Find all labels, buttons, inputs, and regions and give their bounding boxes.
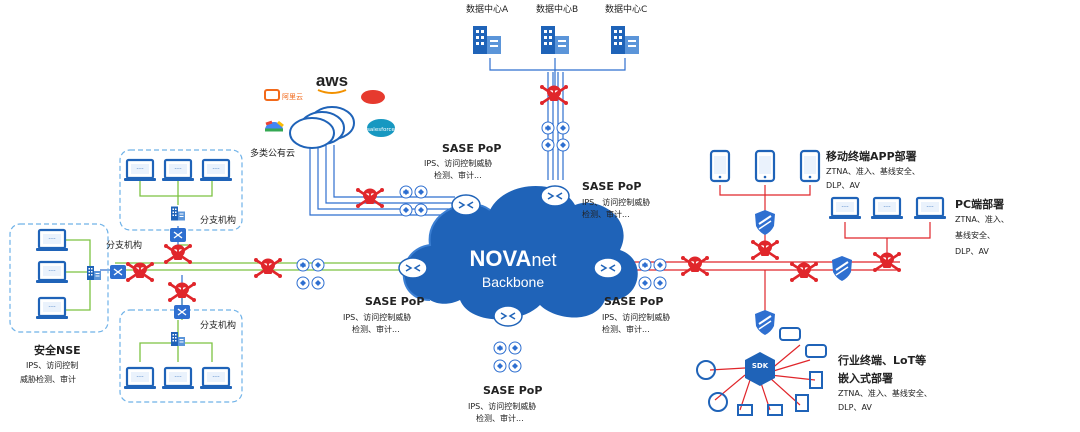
- sase-pop-left-desc1: IPS、访问控制威胁: [343, 313, 412, 322]
- pc-desc2: 基线安全、: [955, 231, 995, 240]
- public-cloud-label: 多类公有云: [250, 149, 296, 159]
- salesforce-logo: salesforce: [367, 119, 396, 137]
- pop-node-right: [593, 257, 623, 279]
- iot-devices: SDK: [696, 327, 827, 416]
- shield-icon: [831, 255, 853, 282]
- iot-title2: 嵌入式部署: [838, 372, 893, 385]
- sase-pop-bottom-title: SASE PoP: [483, 384, 543, 397]
- nse-title: 安全NSE: [34, 344, 81, 357]
- sase-pop-top-right-desc2: 检测、审计...: [582, 210, 630, 219]
- pc-desc1: ZTNA、准入、: [955, 215, 1009, 224]
- data-center-b-icon: [541, 26, 569, 54]
- pc-devices: [827, 196, 948, 221]
- skull-icon: [124, 260, 156, 284]
- mobile-desc2: DLP、AV: [826, 181, 860, 190]
- pc-desc3: DLP、AV: [955, 247, 989, 256]
- endpoint-links-red: [620, 185, 931, 411]
- mobile-devices: [709, 149, 821, 183]
- branch-bottom-label: 分支机构: [200, 321, 237, 331]
- sase-pop-top-right-title: SASE PoP: [582, 180, 642, 193]
- sase-pop-top-left-desc1: IPS、访问控制威胁: [424, 159, 493, 168]
- sase-pop-bottom-desc1: IPS、访问控制威胁: [468, 402, 537, 411]
- aws-smile-icon: [317, 89, 347, 94]
- pop-badges-top-right: [541, 121, 570, 152]
- pop-node-bottom: [493, 305, 523, 327]
- skull-icon: [252, 256, 284, 280]
- skull-icon: [788, 260, 820, 284]
- skull-icon: [538, 83, 570, 107]
- aliyun-logo: 阿里云: [264, 89, 303, 101]
- pop-node-top-right: [540, 185, 570, 207]
- sase-pop-right-desc2: 检测、审计...: [602, 325, 650, 334]
- skull-icon: [679, 254, 711, 278]
- iot-title1: 行业终端、LoT等: [838, 354, 927, 367]
- svg-text:salesforce: salesforce: [367, 127, 395, 133]
- oracle-cloud-icon: [361, 90, 385, 104]
- sase-pop-top-left-title: SASE PoP: [442, 142, 502, 155]
- skull-icon: [749, 238, 781, 262]
- data-center-a-icon: [473, 26, 501, 54]
- sase-pop-left-desc2: 检测、审计...: [352, 325, 400, 334]
- pop-badges-top-left: [399, 185, 428, 217]
- skull-icon: [354, 186, 386, 210]
- sase-pop-left-title: SASE PoP: [365, 295, 425, 308]
- branch-left-label: 分支机构: [106, 241, 143, 251]
- nse-desc2: 威胁检测、审计: [20, 375, 76, 384]
- sase-pop-top-right-desc1: IPS、访问控制威胁: [582, 198, 651, 207]
- shield-icon: [754, 309, 776, 336]
- sase-pop-top-left-desc2: 检测、审计...: [434, 171, 482, 180]
- data-center-a-label: 数据中心A: [466, 5, 509, 15]
- sase-pop-right-title: SASE PoP: [604, 295, 664, 308]
- sase-pop-bottom-desc2: 检测、审计...: [476, 414, 524, 423]
- backbone-logo: NOVAnet: [470, 246, 557, 271]
- svg-text:阿里云: 阿里云: [282, 92, 303, 101]
- iot-desc1: ZTNA、准入、基线安全、: [838, 389, 932, 398]
- nse-box: [9, 223, 109, 333]
- pop-badges-right: [638, 258, 667, 290]
- skull-icon: [162, 242, 194, 266]
- pc-title: PC端部署: [955, 198, 1005, 211]
- mobile-title: 移动终端APP部署: [826, 150, 917, 163]
- backbone-label: Backbone: [482, 274, 544, 290]
- dc-links: [489, 58, 626, 180]
- aws-logo: aws: [316, 71, 348, 90]
- pop-badges-bottom: [493, 341, 522, 373]
- pop-node-left: [398, 257, 428, 279]
- google-cloud-icon: [265, 120, 284, 132]
- branch-top-label: 分支机构: [200, 216, 237, 226]
- public-cloud-icon: [289, 106, 355, 149]
- pop-node-top-left: [451, 194, 481, 216]
- data-center-b-label: 数据中心B: [536, 5, 579, 15]
- nse-desc1: IPS、访问控制: [26, 361, 79, 370]
- data-center-c-icon: [611, 26, 639, 54]
- iot-desc2: DLP、AV: [838, 403, 872, 412]
- data-center-c-label: 数据中心C: [605, 5, 648, 15]
- sdk-label: SDK: [752, 362, 769, 370]
- mobile-desc1: ZTNA、准入、基线安全、: [826, 167, 920, 176]
- shield-icon: [754, 209, 776, 236]
- sase-pop-right-desc1: IPS、访问控制威胁: [602, 313, 671, 322]
